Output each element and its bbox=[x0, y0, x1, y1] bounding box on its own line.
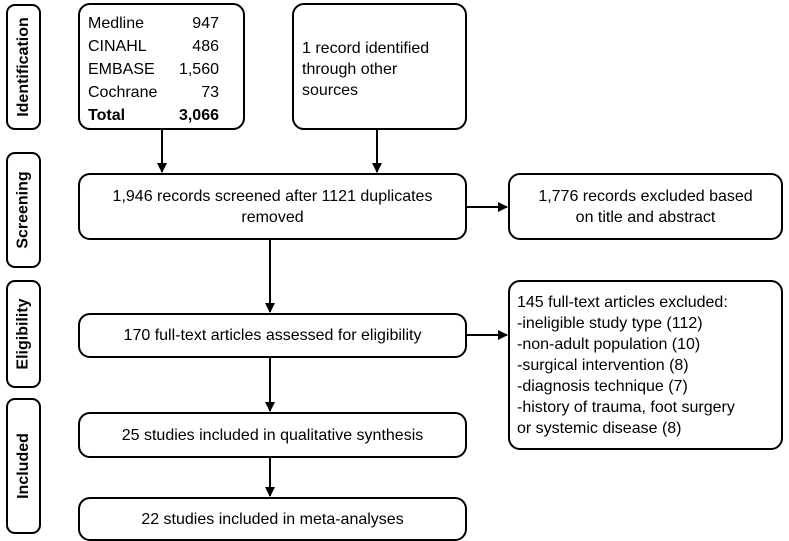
stage-label-included: Included bbox=[6, 398, 41, 534]
exclusion-reason: -surgical intervention (8) bbox=[517, 357, 689, 374]
source-count: 486 bbox=[192, 38, 219, 55]
source-row-medline: Medline 947 bbox=[88, 12, 219, 35]
source-name: Cochrane bbox=[88, 84, 158, 101]
source-count: 947 bbox=[192, 15, 219, 32]
source-row-total: Total 3,066 bbox=[88, 104, 219, 127]
exclusion-reason: -ineligible study type (112) bbox=[517, 315, 703, 332]
other-sources-box: 1 record identified through other source… bbox=[292, 3, 467, 130]
stage-label-eligibility: Eligibility bbox=[6, 280, 41, 388]
fulltext-excluded-box: 145 full-text articles excluded: -inelig… bbox=[508, 280, 783, 450]
source-count: 73 bbox=[201, 84, 219, 101]
source-name: EMBASE bbox=[88, 61, 155, 78]
exclusion-reason: -history of trauma, foot surgery bbox=[517, 399, 735, 416]
other-sources-line1: 1 record identified bbox=[302, 40, 430, 57]
qualitative-synthesis-text: 25 studies included in qualitative synth… bbox=[121, 426, 424, 444]
total-label: Total bbox=[88, 107, 126, 124]
exclusion-reason: -diagnosis technique (7) bbox=[517, 378, 688, 395]
exclusion-reason: -non-adult population (10) bbox=[517, 336, 701, 353]
source-row-cochrane: Cochrane 73 bbox=[88, 81, 219, 104]
database-sources-box: Medline 947 CINAHL 486 EMBASE 1,560 Coch… bbox=[78, 3, 245, 130]
meta-analyses-box: 22 studies included in meta-analyses bbox=[78, 497, 467, 541]
total-count: 3,066 bbox=[178, 107, 219, 124]
fulltext-excluded-heading: 145 full-text articles excluded: bbox=[517, 294, 728, 311]
source-count: 1,560 bbox=[178, 61, 219, 78]
records-screened-line1: 1,946 records screened after 1121 duplic… bbox=[112, 187, 433, 205]
records-excluded-box: 1,776 records excluded based on title an… bbox=[508, 173, 783, 240]
stage-label-identification: Identification bbox=[6, 4, 41, 130]
records-excluded-line2: on title and abstract bbox=[575, 208, 716, 226]
fulltext-assessed-box: 170 full-text articles assessed for elig… bbox=[78, 313, 467, 358]
other-sources-line3: sources bbox=[302, 82, 359, 99]
meta-analyses-text: 22 studies included in meta-analyses bbox=[141, 510, 404, 528]
records-excluded-line1: 1,776 records excluded based bbox=[538, 187, 753, 205]
source-name: CINAHL bbox=[88, 38, 147, 55]
other-sources-line2: through other bbox=[302, 61, 398, 78]
records-screened-line2: removed bbox=[241, 208, 304, 226]
source-name: Medline bbox=[88, 15, 145, 32]
qualitative-synthesis-box: 25 studies included in qualitative synth… bbox=[78, 412, 467, 458]
records-screened-box: 1,946 records screened after 1121 duplic… bbox=[78, 173, 467, 240]
source-row-cinahl: CINAHL 486 bbox=[88, 35, 219, 58]
fulltext-assessed-text: 170 full-text articles assessed for elig… bbox=[123, 327, 422, 344]
exclusion-reason: or systemic disease (8) bbox=[517, 420, 682, 437]
source-row-embase: EMBASE 1,560 bbox=[88, 58, 219, 81]
stage-label-screening: Screening bbox=[6, 152, 41, 268]
